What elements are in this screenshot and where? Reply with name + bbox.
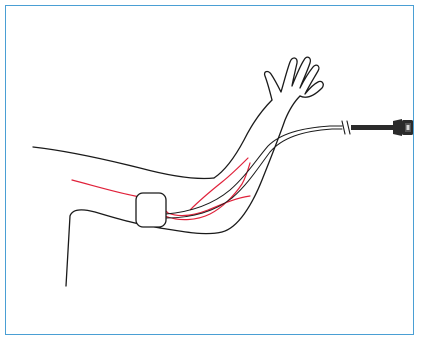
cable-connector-icon — [393, 119, 413, 136]
electrode-pad-icon — [135, 192, 167, 228]
arm-outer-edge — [159, 95, 301, 235]
arm-inner-edge — [213, 99, 273, 179]
hand-outline — [263, 56, 324, 101]
torso-outline — [32, 146, 215, 180]
nerve-line-branch — [189, 157, 249, 211]
figure-frame — [5, 5, 414, 335]
lead-wire-lower — [165, 128, 343, 219]
cable-break-marks — [341, 120, 351, 135]
cable-segment — [351, 125, 393, 130]
nerve-line-upper — [71, 179, 251, 217]
lead-wire-upper — [165, 125, 343, 215]
